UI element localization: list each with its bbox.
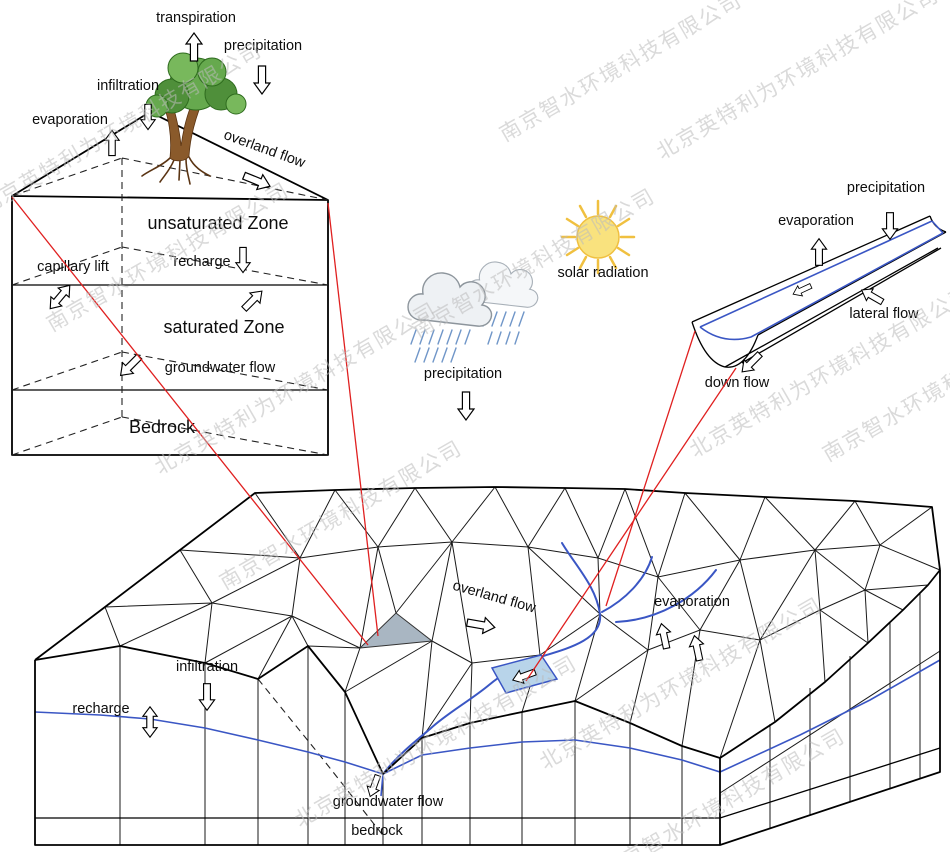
outlet-line <box>380 773 384 797</box>
terrain-ridge-edge <box>719 569 941 759</box>
channel-evaporation-arrow-icon <box>810 238 828 266</box>
water-table-line <box>34 659 941 775</box>
tree-icon <box>141 52 247 185</box>
terrain-evaporation-label: evaporation <box>654 594 730 610</box>
terrain-block: overland flow evaporation infiltration r… <box>34 486 941 846</box>
watermark: 南京智水环境科技有限公司 <box>409 184 660 342</box>
river-tributary-1 <box>601 556 653 613</box>
channel-precipitation-arrow-icon <box>881 212 899 240</box>
terrain-front-edge <box>34 645 721 775</box>
column-precipitation-label: precipitation <box>224 38 302 54</box>
unsaturated-zone-label: unsaturated Zone <box>147 213 288 233</box>
terrain-infiltration-label: infiltration <box>176 659 238 675</box>
channel-precipitation-label: precipitation <box>847 180 925 196</box>
column-overland-flow-label: overland flow <box>221 127 307 171</box>
terrain-recharge-label: recharge <box>72 701 129 717</box>
capillary-rise-arrow-icon <box>238 285 268 315</box>
infiltration-arrow-icon <box>198 683 216 711</box>
hidden-dashed-lines <box>257 678 386 839</box>
channel-detail: precipitation evaporation lateral flow d… <box>691 180 947 391</box>
soil-column-detail: transpiration precipitation infiltration… <box>11 10 329 456</box>
recharge-double-arrow-icon <box>142 706 158 738</box>
column-recharge-label: recharge <box>173 254 230 270</box>
column-infiltration-label: infiltration <box>97 78 159 94</box>
rain-cloud-icon <box>407 261 539 363</box>
sky-precipitation-arrow-icon <box>457 391 475 421</box>
zone-boundary-lines <box>12 284 328 391</box>
recharge-down-arrow-icon <box>235 246 251 274</box>
channel-evaporation-label: evaporation <box>778 213 854 229</box>
soil-column-outline <box>11 111 329 456</box>
hillslope-triangle-highlight <box>358 612 434 649</box>
evaporation-arrow-icon <box>653 621 675 651</box>
capillary-lift-label: capillary lift <box>37 259 109 275</box>
terrain-box-edge <box>34 570 941 846</box>
lateral-flow-label: lateral flow <box>849 306 919 322</box>
terrain-groundwater-flow-label: groundwater flow <box>333 794 444 810</box>
watermark: 南京智水环境科技有限公司 <box>43 178 294 336</box>
column-bedrock-label: Bedrock <box>129 417 196 437</box>
sky-precipitation-label: precipitation <box>424 366 502 382</box>
overland-flow-arrow-icon <box>465 614 497 636</box>
column-evaporation-label: evaporation <box>32 112 108 128</box>
solar-radiation-label: solar radiation <box>557 265 648 281</box>
column-groundwater-flow-label: groundwater flow <box>165 360 276 376</box>
terrain-mesh <box>104 486 941 759</box>
terrain-bedrock-label: bedrock <box>351 823 403 839</box>
front-face-grid <box>119 646 683 845</box>
leader-lines <box>11 196 737 682</box>
column-transpiration-label: transpiration <box>156 10 236 26</box>
down-flow-label: down flow <box>705 375 770 391</box>
sun-icon <box>560 199 636 275</box>
saturated-zone-label: saturated Zone <box>163 317 284 337</box>
precipitation-arrow-icon <box>253 65 271 95</box>
right-face-grid <box>719 592 941 828</box>
channel-water-lines <box>699 220 944 341</box>
river-tributary-2 <box>615 569 717 623</box>
terrain-back-edge <box>34 486 941 661</box>
